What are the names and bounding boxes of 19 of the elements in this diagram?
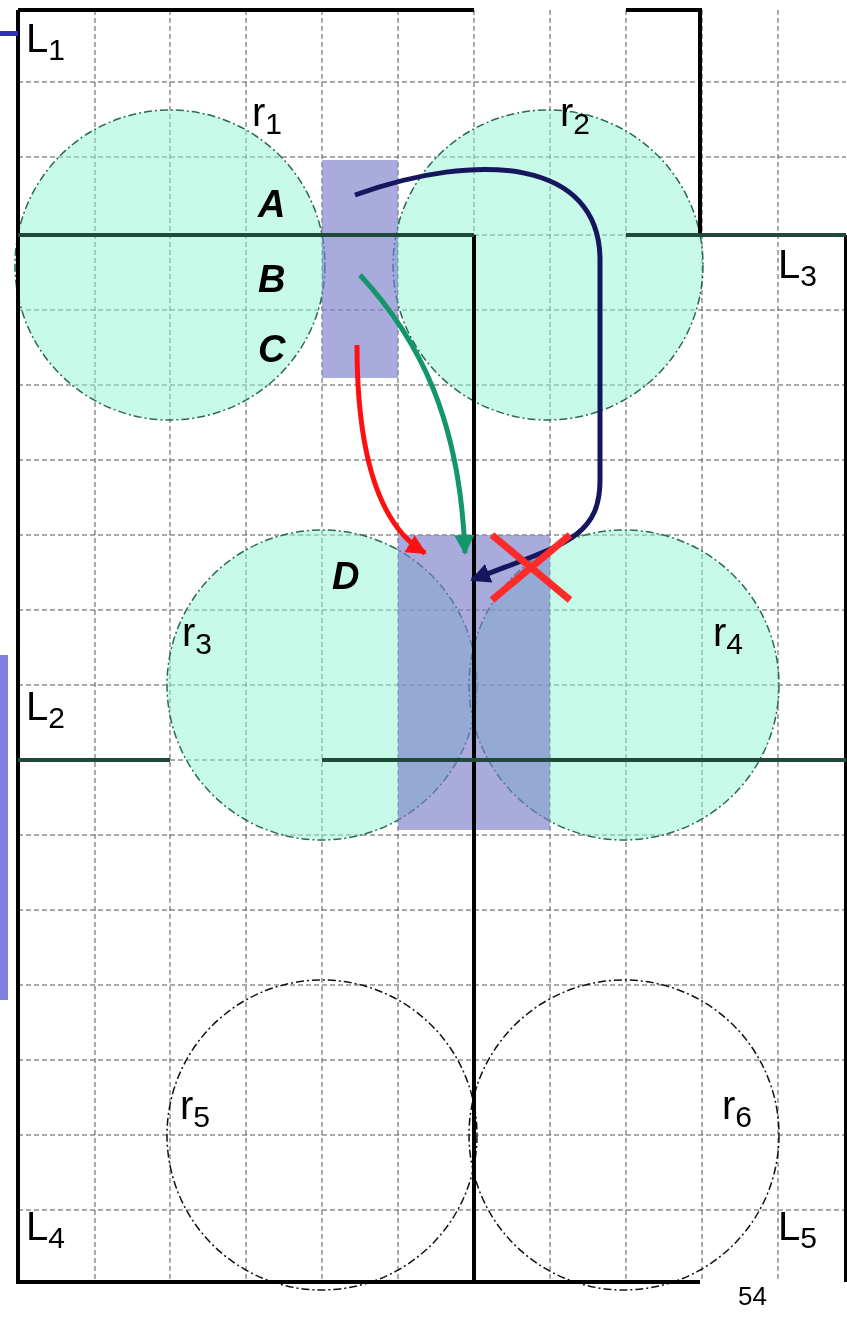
- diagram-label: L$_{3}$: [778, 244, 817, 284]
- point-label: A: [258, 185, 286, 223]
- diagram-label: r$_{2}$: [560, 92, 590, 132]
- diagram-label: L$_{1}$: [26, 18, 65, 58]
- point-label: C: [258, 330, 286, 368]
- diagram-label: 54: [738, 1283, 767, 1309]
- arrow: [354, 344, 427, 556]
- point-label: D: [332, 556, 360, 595]
- arrow: [354, 167, 603, 583]
- diagram-label: r$_{3}$: [182, 612, 212, 652]
- diagram-label: r$_{4}$: [713, 612, 743, 652]
- arrow: [358, 273, 474, 555]
- diagram-label: L$_{2}$: [26, 686, 65, 726]
- diagram-label: r$_{5}$: [180, 1085, 210, 1125]
- diagram-label: r$_{6}$: [722, 1085, 752, 1125]
- point-label: B: [258, 260, 286, 298]
- diagram-label: L$_{5}$: [778, 1206, 817, 1246]
- diagram-label: r$_{1}$: [252, 92, 282, 132]
- diagram-label: L$_{4}$: [26, 1206, 65, 1246]
